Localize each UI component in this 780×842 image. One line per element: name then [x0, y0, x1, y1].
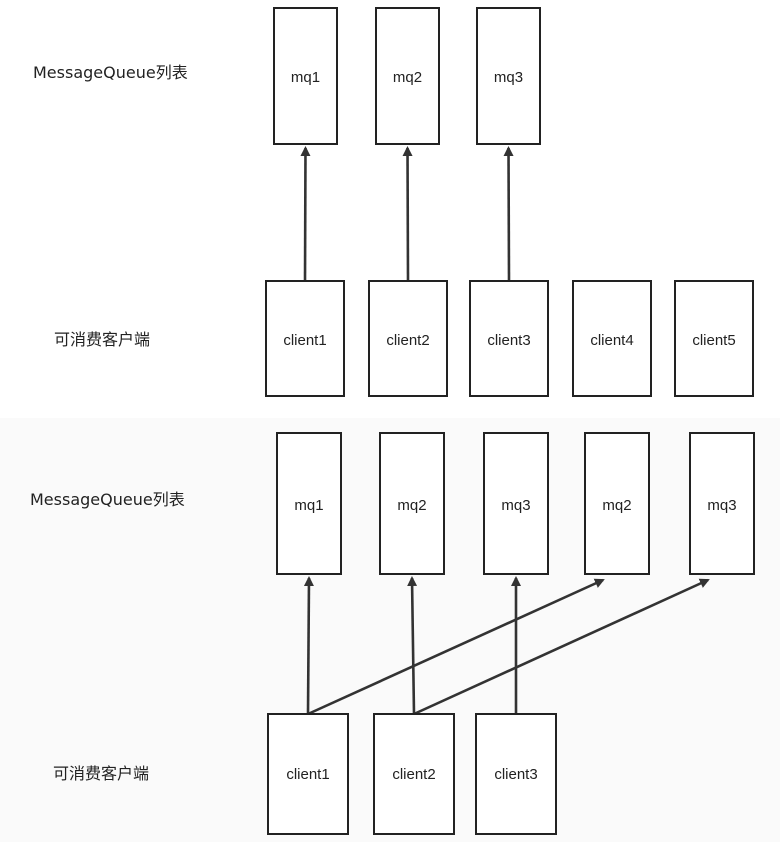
top-client-box: client1	[265, 280, 345, 397]
top-client-box: client3	[469, 280, 549, 397]
bottom-client-box: client1	[267, 713, 349, 835]
bottom-client-box: client3	[475, 713, 557, 835]
bottom-client-label: client3	[494, 766, 537, 783]
top-client-label: client1	[283, 332, 326, 349]
bottom-client-row-label: 可消费客户端	[53, 764, 149, 783]
bottom-queue-box: mq2	[379, 432, 445, 575]
top-queue-box: mq3	[476, 7, 541, 145]
bottom-queue-box: mq1	[276, 432, 342, 575]
bottom-panel: MessageQueue列表 可消费客户端 mq1 mq2 mq3 mq2 mq…	[30, 432, 755, 835]
bottom-queue-box: mq2	[584, 432, 650, 575]
assignment-arrow	[307, 578, 605, 716]
top-queue-label: mq2	[393, 69, 422, 86]
top-client-box: client4	[572, 280, 652, 397]
assignment-arrow	[300, 146, 311, 282]
bottom-queue-label: mq2	[602, 497, 631, 514]
top-queue-box: mq1	[273, 7, 338, 145]
top-queue-box: mq2	[375, 7, 440, 145]
top-client-label: client5	[692, 332, 735, 349]
assignment-arrow	[402, 146, 413, 282]
bottom-queue-label: mq2	[397, 497, 426, 514]
bottom-client-label: client1	[286, 766, 329, 783]
bottom-edges	[303, 576, 710, 716]
bottom-queue-box: mq3	[483, 432, 549, 575]
assignment-arrow	[503, 146, 514, 282]
top-queue-label: mq1	[291, 69, 320, 86]
top-client-box: client2	[368, 280, 448, 397]
assignment-arrow	[407, 576, 418, 715]
bottom-client-box: client2	[373, 713, 455, 835]
bottom-client-label: client2	[392, 766, 435, 783]
bottom-queue-label: mq3	[707, 497, 736, 514]
bottom-queue-label: mq3	[501, 497, 530, 514]
top-client-label: client3	[487, 332, 530, 349]
top-panel: MessageQueue列表 可消费客户端 mq1 mq2 mq3 client…	[33, 7, 754, 397]
bottom-queue-row-label: MessageQueue列表	[30, 490, 185, 509]
top-client-row-label: 可消费客户端	[54, 330, 150, 349]
assignment-arrow	[413, 578, 710, 716]
top-client-label: client4	[590, 332, 633, 349]
bottom-queue-label: mq1	[294, 497, 323, 514]
top-queue-label: mq3	[494, 69, 523, 86]
assignment-arrow	[303, 576, 314, 715]
top-client-label: client2	[386, 332, 429, 349]
top-queue-row-label: MessageQueue列表	[33, 63, 188, 82]
top-edges	[300, 146, 514, 282]
bottom-queue-box: mq3	[689, 432, 755, 575]
top-client-box: client5	[674, 280, 754, 397]
